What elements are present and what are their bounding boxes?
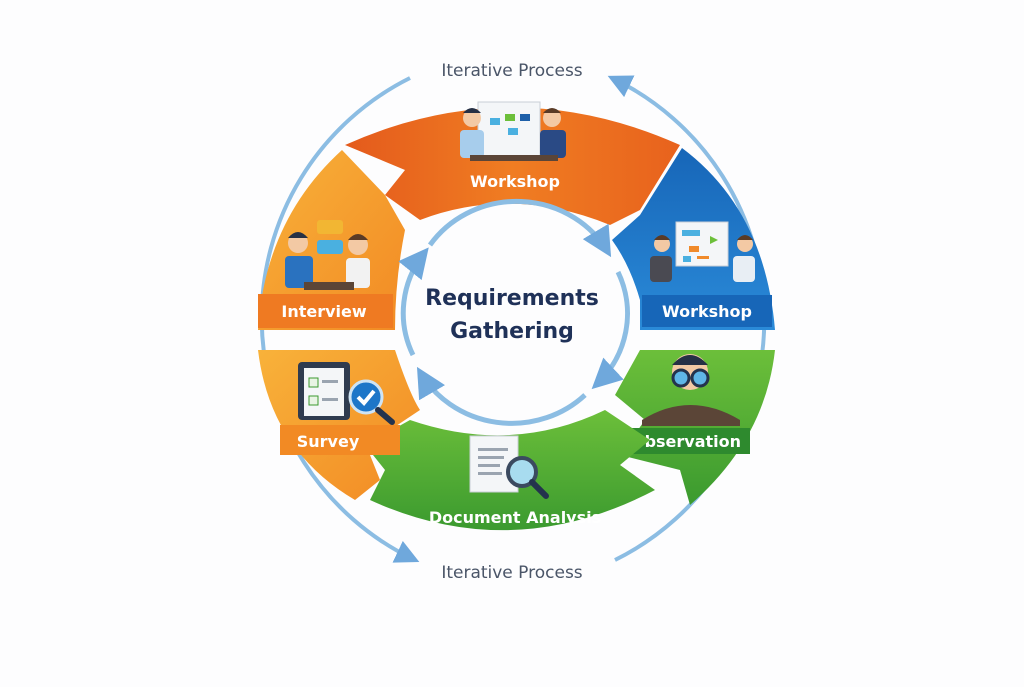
clipboard-checklist-icon (298, 362, 395, 425)
inner-arc-top (427, 198, 612, 258)
inner-cycle-ring (398, 198, 630, 426)
workshop-meeting-icon (460, 101, 566, 161)
binoculars-icon (642, 354, 740, 426)
segment-survey: Survey (258, 350, 420, 500)
segment-label: Workshop (662, 302, 752, 321)
presentation-icon (650, 221, 755, 282)
segment-label: Workshop (470, 172, 560, 191)
iterative-process-top: Iterative Process (441, 61, 582, 81)
center-title-line2: Gathering (450, 319, 574, 344)
interview-chat-icon (285, 220, 370, 290)
segment-document-analysis: Document Analysis (365, 410, 655, 531)
segment-label: Document Analysis (429, 508, 601, 527)
segment-interview: Interview (258, 150, 405, 330)
segment-observation: Observation (615, 350, 775, 505)
iterative-process-bottom: Iterative Process (441, 563, 582, 583)
segment-label: Interview (281, 302, 367, 321)
inner-arc-left (398, 247, 429, 357)
segment-label: Observation (631, 432, 741, 451)
segment-workshop-right: Workshop (612, 148, 775, 330)
inner-arc-right (591, 270, 630, 390)
segment-workshop-top: Workshop (345, 101, 680, 225)
center-title-line1: Requirements (425, 286, 599, 311)
segment-label: Survey (297, 432, 360, 451)
document-magnifier-icon (469, 435, 549, 499)
inner-arc-bottom (416, 366, 587, 426)
